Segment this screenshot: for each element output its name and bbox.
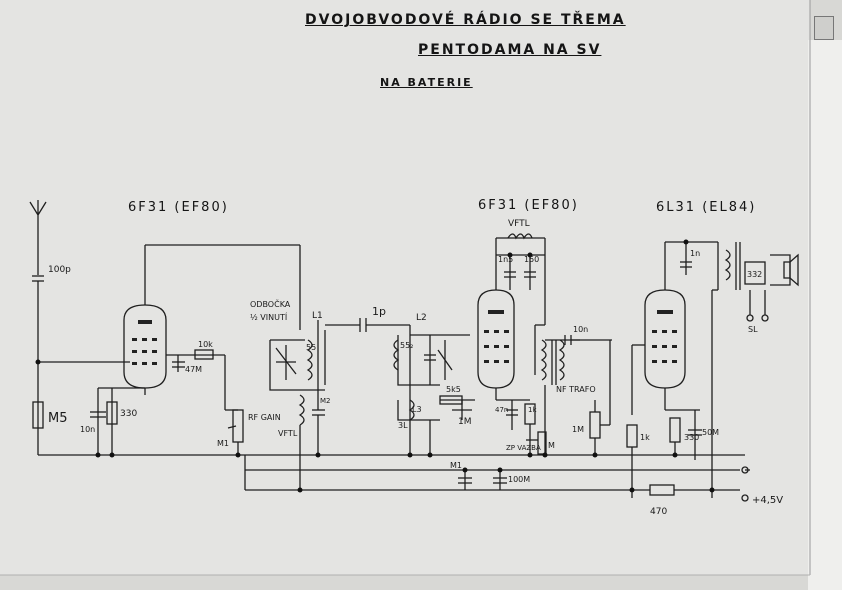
label-c-47n: 47n xyxy=(495,406,508,414)
title-line-1: DVOJOBVODOVÉ RÁDIO SE TŘEMA xyxy=(305,12,626,28)
label-l1: L1 xyxy=(312,311,323,321)
tube-3-label: 6L31 (EL84) xyxy=(656,200,757,215)
label-m1: M1 xyxy=(217,439,229,448)
clip-icon xyxy=(814,16,834,40)
junctions xyxy=(35,239,715,493)
label-r-1k-b: 1k xyxy=(640,433,650,442)
label-m-cap: M2 xyxy=(320,397,331,405)
label-r-332: 332 xyxy=(747,270,762,279)
title-line-2: PENTODAMA NA SV xyxy=(418,42,602,58)
label-r-1k: 1k xyxy=(528,406,537,414)
label-r-330-b: 330 xyxy=(684,433,699,442)
tube-1-label: 6F31 (EF80) xyxy=(128,200,229,215)
label-c-1n: 1n xyxy=(690,249,700,258)
label-l3: L3 xyxy=(412,405,422,414)
wiring xyxy=(29,200,799,502)
label-sl: SL xyxy=(748,325,758,334)
label-c-1p: 1p xyxy=(372,305,386,318)
title-line-3: NA BATERIE xyxy=(380,76,473,89)
label-c-100m: 100M xyxy=(508,475,530,484)
tube-2-label: 6F31 (EF80) xyxy=(478,198,579,213)
label-rf-gain: RF GAIN xyxy=(248,413,281,422)
label-v45: +4,5V xyxy=(752,495,783,506)
label-c-10n-b: 10n xyxy=(573,325,588,334)
label-r-grid: M5 xyxy=(48,411,68,426)
label-tap: ODBOČKA xyxy=(250,298,291,309)
label-m-b: M xyxy=(548,441,555,450)
label-c-50m: 50M xyxy=(702,428,719,437)
label-m1-b: M1 xyxy=(450,461,462,470)
label-nf-trafo: NF TRAFO xyxy=(556,385,596,394)
label-tap2: ½ VINUTÍ xyxy=(250,311,288,322)
label-vftl-b: VFTL xyxy=(508,219,530,229)
label-c-5k5: 5k5 xyxy=(446,385,461,394)
label-r-1m-b: 1M xyxy=(572,425,584,434)
label-c-ant: 100p xyxy=(48,265,71,275)
label-zp-vazba: ZP VAZBA xyxy=(506,444,541,452)
tube-electrodes xyxy=(132,310,677,365)
label-c-1n5: 1n5 xyxy=(498,255,513,264)
label-vftl-a: VFTL xyxy=(278,429,298,438)
label-c-47m: 47M xyxy=(185,365,202,374)
paper xyxy=(0,0,810,575)
label-c-150: 150 xyxy=(524,255,539,264)
label-l3b: 3L xyxy=(398,421,408,430)
label-r-1m: 1M xyxy=(458,417,472,427)
label-r-470: 470 xyxy=(650,507,667,517)
label-r-10k: 10k xyxy=(198,340,213,349)
page-edge xyxy=(808,40,842,590)
label-l2: L2 xyxy=(416,313,427,323)
label-c-10n-a: 10n xyxy=(80,425,95,434)
label-c-55-2: 55₂ xyxy=(400,341,413,350)
label-r-330-a: 330 xyxy=(120,409,137,419)
label-c-55: 55 xyxy=(306,343,316,352)
